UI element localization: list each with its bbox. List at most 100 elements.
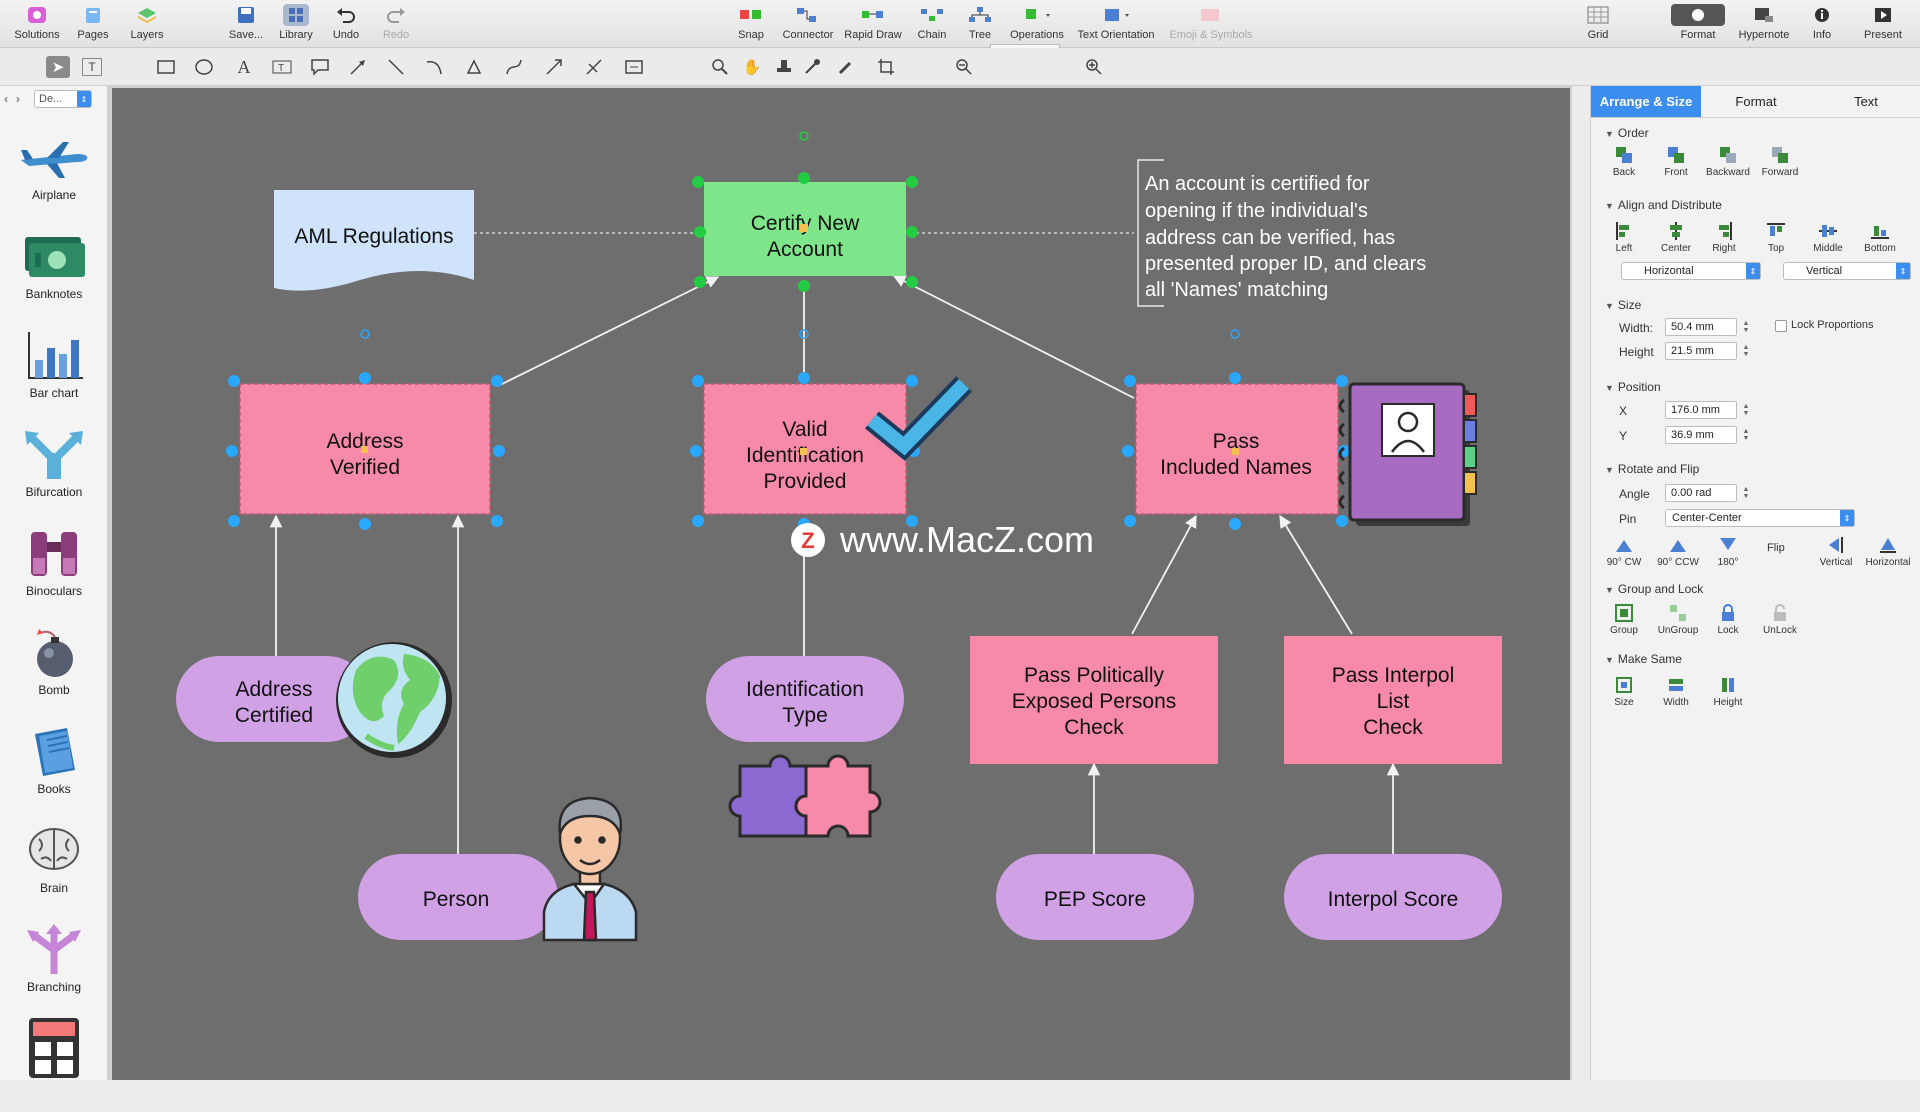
identification-type-node[interactable]: Identification Type xyxy=(706,656,904,838)
rotate-handle[interactable] xyxy=(360,329,370,339)
pep-check-node[interactable]: Pass Politically Exposed Persons Check xyxy=(970,636,1218,764)
snap-button[interactable]: Snap xyxy=(726,4,776,46)
connector-names-to-certify[interactable] xyxy=(892,275,1135,399)
library-item-bomb[interactable]: Bomb xyxy=(0,623,108,723)
library-item-binoculars[interactable]: Binoculars xyxy=(0,524,108,624)
redo-button[interactable]: Redo xyxy=(372,4,420,46)
distribute-vertical-dropdown[interactable]: Vertical⇕ xyxy=(1783,262,1911,280)
interpol-check-node[interactable]: Pass Interpol List Check xyxy=(1284,636,1502,764)
undo-button[interactable]: Undo xyxy=(322,4,370,46)
arrow-tool-icon[interactable] xyxy=(346,56,370,78)
format-button[interactable]: Format xyxy=(1670,4,1726,46)
pages-button[interactable]: Pages xyxy=(68,4,118,46)
connector-tool-icon[interactable] xyxy=(542,56,566,78)
smart-connector-icon[interactable] xyxy=(582,56,606,78)
align-section-title[interactable]: ▼Align and Distribute xyxy=(1605,198,1722,212)
width-stepper[interactable]: ▲▼ xyxy=(1742,320,1750,334)
angle-input[interactable]: 0.00 rad xyxy=(1665,484,1737,502)
group-button[interactable]: Group xyxy=(1599,604,1649,636)
certify-account-node[interactable]: Certify New Account xyxy=(692,131,918,292)
same-height-button[interactable]: Height xyxy=(1703,676,1753,708)
solutions-button[interactable]: Solutions xyxy=(12,4,62,46)
selection-handles[interactable] xyxy=(692,172,918,292)
selection-handles[interactable] xyxy=(226,372,505,530)
address-certified-node[interactable]: Address Certified xyxy=(176,642,452,758)
annotation-note[interactable]: An account is certified for opening if t… xyxy=(1137,159,1426,307)
connector-button[interactable]: Connector xyxy=(778,4,838,46)
crop-tool-icon[interactable] xyxy=(874,56,898,78)
order-section-title[interactable]: ▼Order xyxy=(1605,126,1649,140)
hand-tool-icon[interactable]: ✋ xyxy=(742,59,762,76)
zoom-in-icon[interactable] xyxy=(1082,56,1106,78)
text-tool-icon[interactable]: T xyxy=(82,58,102,76)
insert-shape-icon[interactable] xyxy=(622,56,646,78)
angle-stepper[interactable]: ▲▼ xyxy=(1742,486,1750,500)
width-input[interactable]: 50.4 mm xyxy=(1665,318,1737,336)
unlock-button[interactable]: UnLock xyxy=(1755,604,1805,636)
align-top-button[interactable]: Top xyxy=(1751,222,1801,254)
library-item-airplane[interactable]: Airplane xyxy=(0,128,108,228)
height-stepper[interactable]: ▲▼ xyxy=(1742,344,1750,358)
make-same-section-title[interactable]: ▼Make Same xyxy=(1605,652,1682,666)
library-item-branching[interactable]: Branching xyxy=(0,920,108,1020)
rotate-handle[interactable] xyxy=(1230,329,1240,339)
operations-button[interactable]: Operations xyxy=(1004,4,1070,46)
align-middle-button[interactable]: Middle xyxy=(1803,222,1853,254)
position-section-title[interactable]: ▼Position xyxy=(1605,380,1661,394)
line-tool-icon[interactable] xyxy=(384,56,408,78)
lock-proportions-checkbox[interactable] xyxy=(1775,320,1787,332)
interpol-score-node[interactable]: Interpol Score xyxy=(1284,854,1502,940)
library-button[interactable]: Library xyxy=(272,4,320,46)
text-orientation-button[interactable]: Text Orientation xyxy=(1072,4,1160,46)
rectangle-tool-icon[interactable] xyxy=(154,56,178,78)
pass-included-names-node[interactable]: Pass Included Names xyxy=(1122,329,1477,530)
valid-identification-node[interactable]: Valid Identification Provided xyxy=(690,329,972,530)
rapid-draw-button[interactable]: Rapid Draw xyxy=(840,4,906,46)
chain-button[interactable]: Chain xyxy=(908,4,956,46)
x-stepper[interactable]: ▲▼ xyxy=(1742,403,1750,417)
same-size-button[interactable]: Size xyxy=(1599,676,1649,708)
drawing-canvas[interactable]: AML Regulations Certify New Account An a… xyxy=(112,88,1570,1080)
save-button[interactable]: Save... xyxy=(222,4,270,46)
x-position-input[interactable]: 176.0 mm xyxy=(1665,401,1737,419)
info-button[interactable]: Info xyxy=(1800,4,1844,46)
back-arrow-icon[interactable]: ‹ xyxy=(4,92,8,106)
y-stepper[interactable]: ▲▼ xyxy=(1742,428,1750,442)
ungroup-button[interactable]: UnGroup xyxy=(1653,604,1703,636)
rotate-90cw-button[interactable]: 90° CW xyxy=(1599,536,1649,568)
flip-vertical-button[interactable]: Vertical xyxy=(1811,536,1861,568)
arc-tool-icon[interactable] xyxy=(422,56,446,78)
library-dropdown[interactable]: De...⇕ xyxy=(34,90,92,108)
connector-address-to-certify[interactable] xyxy=(497,276,720,387)
layers-button[interactable]: Layers xyxy=(122,4,172,46)
back-button[interactable]: Back xyxy=(1599,146,1649,178)
stamp-tool-icon[interactable] xyxy=(772,56,796,78)
align-center-button[interactable]: Center xyxy=(1651,222,1701,254)
rotate-handle[interactable] xyxy=(799,131,809,141)
bezier-tool-icon[interactable] xyxy=(502,56,526,78)
lock-button[interactable]: Lock xyxy=(1703,604,1753,636)
select-tool-icon[interactable]: ➤ xyxy=(46,56,70,78)
library-item-calculator[interactable] xyxy=(0,1012,108,1112)
height-input[interactable]: 21.5 mm xyxy=(1665,342,1737,360)
tree-button[interactable]: Tree xyxy=(958,4,1002,46)
group-section-title[interactable]: ▼Group and Lock xyxy=(1605,582,1704,596)
connector-interpol-to-names[interactable] xyxy=(1279,514,1353,635)
text-icon[interactable]: A xyxy=(237,56,251,77)
pen-tool-icon[interactable] xyxy=(462,56,486,78)
text-box-tool-icon[interactable]: T xyxy=(270,56,294,78)
library-item-bar-chart[interactable]: Bar chart xyxy=(0,326,108,426)
address-verified-node[interactable]: Address Verified xyxy=(226,329,505,530)
rotate-section-title[interactable]: ▼Rotate and Flip xyxy=(1605,462,1700,476)
pin-dropdown[interactable]: Center-Center⇕ xyxy=(1665,509,1855,527)
zoom-out-icon[interactable] xyxy=(952,56,976,78)
size-section-title[interactable]: ▼Size xyxy=(1605,298,1642,312)
library-item-banknotes[interactable]: Banknotes xyxy=(0,227,108,327)
pep-score-node[interactable]: PEP Score xyxy=(996,854,1194,940)
aml-regulations-node[interactable]: AML Regulations xyxy=(274,190,474,291)
align-right-button[interactable]: Right xyxy=(1699,222,1749,254)
eyedropper-icon[interactable] xyxy=(800,56,824,78)
same-width-button[interactable]: Width xyxy=(1651,676,1701,708)
connector-pep-to-names[interactable] xyxy=(1131,514,1197,635)
present-button[interactable]: Present xyxy=(1858,4,1908,46)
